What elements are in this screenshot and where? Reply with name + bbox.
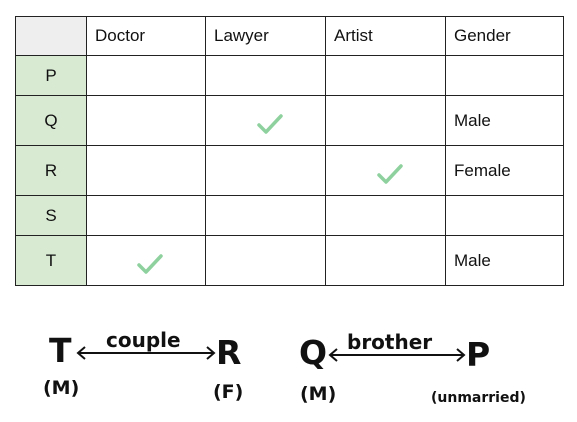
relation-label-couple: couple xyxy=(106,328,181,352)
cell-p-gender xyxy=(445,55,564,96)
row-label-r: R xyxy=(15,145,87,196)
cell-q-gender: Male xyxy=(445,95,564,146)
row-label-s: S xyxy=(15,195,87,236)
cell-p-lawyer xyxy=(205,55,326,96)
cell-r-artist xyxy=(325,145,446,196)
relation-node-r: R xyxy=(216,333,242,372)
cell-t-gender: Male xyxy=(445,235,564,286)
cell-t-lawyer xyxy=(205,235,326,286)
check-icon xyxy=(137,253,163,274)
cell-s-doctor xyxy=(86,195,206,236)
header-lawyer: Lawyer xyxy=(205,16,326,56)
check-icon xyxy=(256,113,283,134)
row-label-t: T xyxy=(15,235,87,286)
cell-p-doctor xyxy=(86,55,206,96)
cell-t-artist xyxy=(325,235,446,286)
relation-node-q: Q xyxy=(299,333,328,372)
row-label-p: P xyxy=(15,55,87,96)
table-row: S xyxy=(15,195,564,236)
header-corner xyxy=(15,16,87,56)
cell-q-artist xyxy=(325,95,446,146)
double-arrow-icon xyxy=(328,348,466,362)
row-label-q: Q xyxy=(15,95,87,146)
cell-q-doctor xyxy=(86,95,206,146)
relation-node-t: T xyxy=(49,331,72,370)
cell-q-lawyer xyxy=(205,95,326,146)
header-doctor: Doctor xyxy=(86,16,206,56)
table-row: R Female xyxy=(15,145,564,196)
cell-s-gender xyxy=(445,195,564,236)
table-row: T Male xyxy=(15,235,564,286)
cell-p-artist xyxy=(325,55,446,96)
table-row: P xyxy=(15,55,564,96)
header-gender: Gender xyxy=(445,16,564,56)
header-artist: Artist xyxy=(325,16,446,56)
relation-tag-p: (unmarried) xyxy=(431,390,526,406)
cell-s-artist xyxy=(325,195,446,236)
relation-node-p: P xyxy=(466,335,491,374)
relation-label-brother: brother xyxy=(347,330,433,354)
cell-r-gender: Female xyxy=(445,145,564,196)
table-row: Q Male xyxy=(15,95,564,146)
check-icon xyxy=(376,163,403,184)
table-header-row: Doctor Lawyer Artist Gender xyxy=(15,16,564,56)
relation-tag-q: (M) xyxy=(300,383,337,405)
double-arrow-icon xyxy=(76,346,216,360)
cell-r-lawyer xyxy=(205,145,326,196)
occupation-table: Doctor Lawyer Artist Gender P Q Male R F… xyxy=(15,16,564,286)
cell-t-doctor xyxy=(86,235,206,286)
relation-tag-r: (F) xyxy=(213,381,244,403)
cell-r-doctor xyxy=(86,145,206,196)
relation-tag-t: (M) xyxy=(43,377,80,399)
cell-s-lawyer xyxy=(205,195,326,236)
